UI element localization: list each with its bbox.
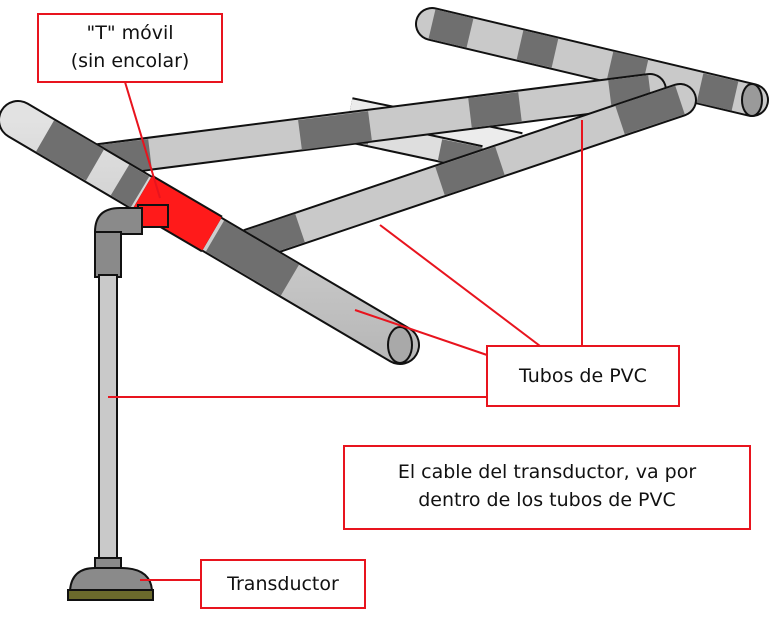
transducer-callout: Transductor [200, 559, 366, 609]
leader-movable-t [124, 81, 161, 199]
back-long-tube [83, 73, 667, 177]
leader-lines [108, 81, 583, 581]
transducer-label: Transductor [227, 573, 339, 595]
leader-pvc-3 [354, 309, 488, 356]
vertical-post-tube [93, 207, 143, 571]
transducer-device [67, 557, 154, 601]
cable-note-callout: El cable del transductor, va por dentro … [343, 445, 751, 530]
movable-t-label-line2: (sin encolar) [70, 50, 190, 72]
cable-note-line2: dentro de los tubos de PVC [418, 489, 676, 511]
movable-t-callout: "T" móvil (sin encolar) [37, 13, 223, 83]
movable-t-label-line1: "T" móvil [86, 22, 174, 44]
pvc-tubes-label: Tubos de PVC [519, 365, 647, 387]
movable-t-fitting [131, 174, 223, 253]
back-crossbar-tube [415, 7, 769, 117]
pvc-tubes-callout: Tubos de PVC [486, 345, 680, 407]
cable-note-line1: El cable del transductor, va por [397, 461, 697, 483]
leader-pvc-1 [379, 224, 549, 353]
